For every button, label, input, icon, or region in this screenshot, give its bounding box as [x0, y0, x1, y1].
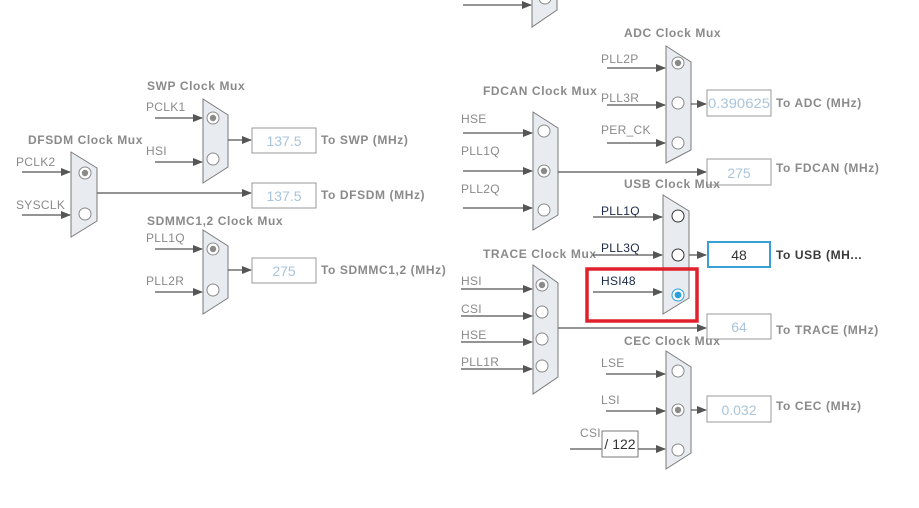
radio-selected-dot [81, 169, 89, 177]
input-label-pll1r: PLL1R [461, 355, 499, 369]
partial-mux-top [463, 0, 558, 28]
radio-lse[interactable] [671, 364, 685, 378]
csi-divider-box[interactable] [601, 430, 639, 458]
input-label-pll2q: PLL2Q [461, 182, 500, 196]
input-label-pll2p: PLL2P [601, 52, 639, 66]
output-label: To TRACE (MHz) [776, 323, 879, 337]
output-label: To SDMMC1,2 (MHz) [321, 263, 446, 277]
fdcan-frequency-value: 275 [727, 165, 751, 181]
mux-title: SDMMC1,2 Clock Mux [147, 214, 283, 228]
input-label-csi: CSI [580, 426, 601, 440]
usb-frequency-box[interactable] [707, 241, 771, 268]
sdmmc-frequency-value: 275 [272, 263, 296, 279]
csi-divider-value: / 122 [604, 436, 635, 452]
input-label-pll1q: PLL1Q [601, 204, 640, 218]
radio-selected-dot [674, 406, 682, 414]
swp-clock-mux: SWP Clock Mux PCLK1 HSI 137.5 To SWP (MH… [146, 79, 408, 184]
radio-pll1q[interactable] [671, 209, 685, 223]
input-label-pll3r: PLL3R [601, 91, 639, 105]
radio-hse[interactable] [537, 124, 551, 138]
mux-shape [202, 98, 229, 184]
fdcan-frequency-box[interactable] [706, 158, 772, 186]
radio-selected-dot [538, 281, 546, 289]
mux-title: CEC Clock Mux [624, 334, 720, 348]
mux-shape [202, 229, 229, 315]
dfsdm-frequency-box[interactable] [251, 182, 317, 209]
cec-clock-mux: CEC Clock Mux LSE LSI CSI / 122 0.032 To… [570, 334, 862, 470]
input-label-pll1q: PLL1Q [146, 231, 185, 245]
radio-button[interactable] [538, 0, 552, 5]
trace-frequency-box[interactable] [706, 313, 772, 340]
input-label-pll1q: PLL1Q [461, 144, 500, 158]
usb-frequency-value: 48 [731, 247, 747, 263]
mux-title: DFSDM Clock Mux [28, 133, 143, 147]
input-label-hse: HSE [461, 328, 487, 342]
output-label: To ADC (MHz) [776, 96, 862, 110]
input-label-hsi48: HSI48 [601, 274, 636, 288]
adc-frequency-box[interactable] [706, 89, 772, 117]
input-label-hse: HSE [461, 112, 487, 126]
trace-clock-mux: TRACE Clock Mux HSI CSI HSE PLL1R 64 To … [461, 247, 879, 395]
input-label-csi: CSI [461, 302, 482, 316]
swp-frequency-box[interactable] [251, 127, 317, 154]
radio-pll2r[interactable] [206, 283, 220, 297]
output-label: To SWP (MHz) [321, 133, 408, 147]
radio-sysclk[interactable] [78, 207, 92, 221]
cec-frequency-value: 0.032 [721, 402, 756, 418]
mux-title: SWP Clock Mux [147, 79, 245, 93]
mux-title: ADC Clock Mux [624, 26, 721, 40]
trace-frequency-value: 64 [731, 319, 747, 335]
mux-shape [531, 0, 558, 28]
radio-pll1r[interactable] [535, 359, 549, 373]
radio-pll3q[interactable] [671, 248, 685, 262]
output-label: To USB (MH... [776, 248, 862, 262]
radio-selected-dot [209, 245, 217, 253]
mux-title: USB Clock Mux [624, 177, 720, 191]
input-label-per-ck: PER_CK [601, 123, 651, 137]
radio-selected-dot [540, 167, 548, 175]
radio-selected-dot [674, 59, 682, 67]
mux-title: FDCAN Clock Mux [483, 84, 597, 98]
mux-shape [70, 151, 98, 238]
mux-title: TRACE Clock Mux [483, 247, 597, 261]
input-label-lse: LSE [601, 356, 625, 370]
input-label-lsi: LSI [601, 393, 620, 407]
output-label: To FDCAN (MHz) [776, 161, 880, 175]
radio-pll2q[interactable] [537, 203, 551, 217]
radio-pll3r[interactable] [671, 96, 685, 110]
dfsdm-clock-mux: DFSDM Clock Mux PCLK2 SYSCLK 137.5 To DF… [16, 133, 425, 238]
radio-hsi[interactable] [206, 152, 220, 166]
radio-csi[interactable] [671, 443, 685, 457]
output-label: To DFSDM (MHz) [321, 188, 425, 202]
input-label-pll2r: PLL2R [146, 274, 184, 288]
dfsdm-frequency-value: 137.5 [266, 188, 301, 204]
input-label-hsi: HSI [146, 144, 167, 158]
cec-frequency-box[interactable] [706, 395, 772, 423]
sdmmc-frequency-box[interactable] [251, 257, 317, 284]
adc-clock-mux: ADC Clock Mux PLL2P PLL3R PER_CK 0.39062… [601, 26, 862, 164]
input-label-pclk2: PCLK2 [16, 155, 56, 169]
input-label-pll3q: PLL3Q [601, 241, 640, 255]
input-label-sysclk: SYSCLK [16, 198, 65, 212]
highlight-box-hsi48 [585, 267, 699, 323]
input-label-hsi: HSI [461, 274, 482, 288]
swp-frequency-value: 137.5 [266, 133, 301, 149]
input-label-pclk1: PCLK1 [146, 100, 186, 114]
adc-frequency-value: 0.390625 [708, 95, 770, 111]
radio-hse[interactable] [535, 332, 549, 346]
radio-selected-dot [209, 114, 217, 122]
usb-clock-mux: USB Clock Mux PLL1Q PLL3Q HSI48 48 To US… [585, 177, 862, 323]
sdmmc-clock-mux: SDMMC1,2 Clock Mux PLL1Q PLL2R 275 To SD… [146, 214, 446, 315]
fdcan-clock-mux: FDCAN Clock Mux HSE PLL1Q PLL2Q 275 To F… [461, 84, 880, 231]
radio-csi[interactable] [535, 305, 549, 319]
output-label: To CEC (MHz) [776, 399, 862, 413]
radio-selected-dot [674, 291, 682, 299]
radio-per-ck[interactable] [671, 136, 685, 150]
